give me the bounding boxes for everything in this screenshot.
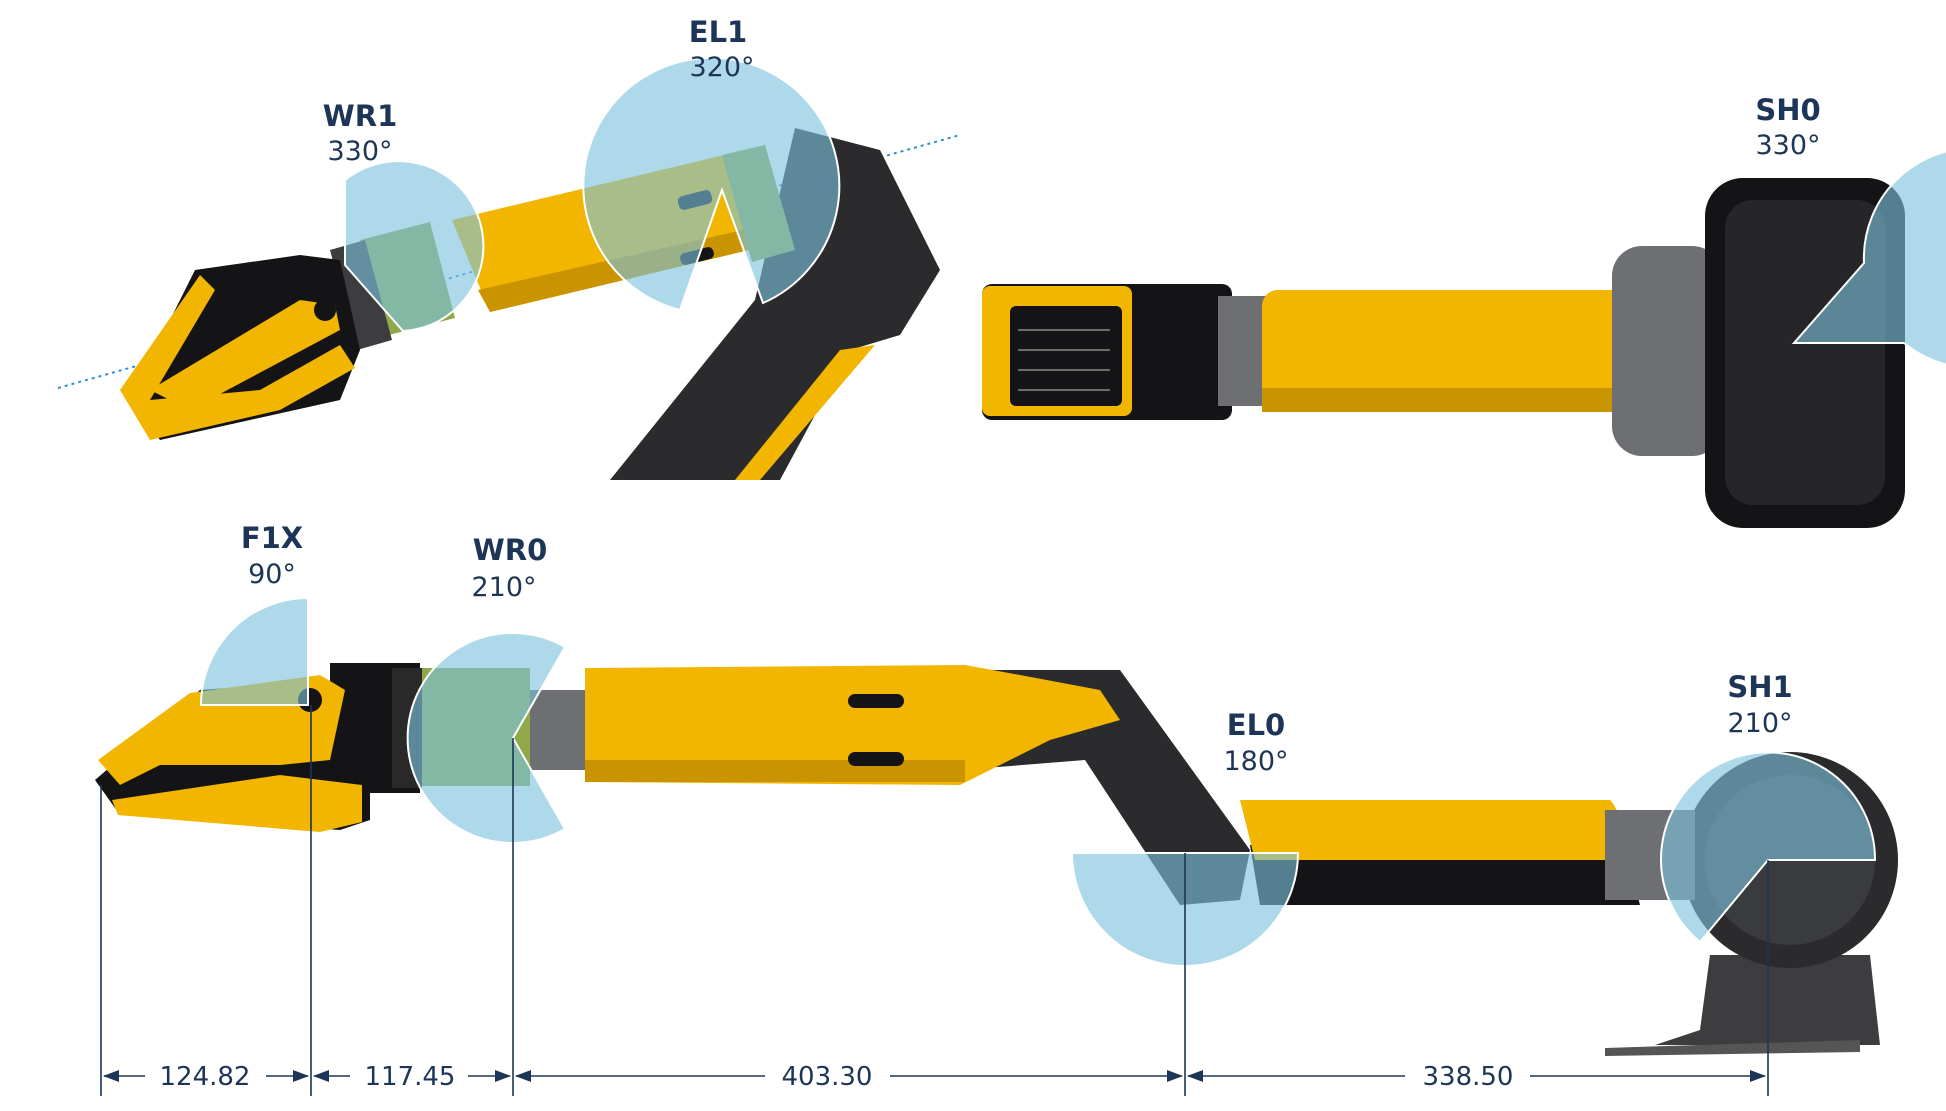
joint-f1x-range: 90° <box>248 559 296 590</box>
forearm-slot-top <box>848 694 904 708</box>
elbow-link <box>610 128 940 480</box>
shoulder-connector-grey <box>1612 246 1722 456</box>
gripper-lower-jaw <box>112 775 362 832</box>
joint-el1-name: EL1 <box>689 15 747 49</box>
joint-wr0-name: WR0 <box>473 533 548 567</box>
lower-arm-yellow <box>1240 800 1620 860</box>
sh1-sweep <box>1660 751 1877 944</box>
joint-el0-name: EL0 <box>1227 708 1285 742</box>
dimension-4-label: 338.50 <box>1423 1062 1514 1092</box>
joint-sh0-name: SH0 <box>1755 93 1820 127</box>
gripper-finger-yellow <box>150 300 340 410</box>
joint-wr1-range: 330° <box>327 136 392 167</box>
dimension-3-label: 403.30 <box>782 1062 873 1092</box>
joint-wr0-range: 210° <box>471 572 536 603</box>
elbow-link-yellow-edge <box>735 345 875 480</box>
joint-el1-range: 320° <box>689 52 754 83</box>
joint-sh1-name: SH1 <box>1727 670 1792 704</box>
dimension-2-label: 117.45 <box>365 1062 456 1092</box>
joint-sh0-range: 330° <box>1755 130 1820 161</box>
forearm-slot-bottom <box>848 752 904 766</box>
wr0-sweep <box>406 632 567 844</box>
arm-tube-top <box>1262 290 1632 412</box>
joint-f1x-name: F1X <box>241 521 303 555</box>
joint-wr1-name: WR1 <box>323 99 398 133</box>
joint-el0-range: 180° <box>1223 746 1288 777</box>
el1-sweep <box>582 56 841 312</box>
wrist-collar <box>330 240 392 350</box>
forearm-side-yellow <box>585 665 1120 785</box>
top-left-arm-view <box>57 56 961 480</box>
joint-labels: WR1 330° EL1 320° SH0 330° F1X 90° WR0 2… <box>241 15 1821 777</box>
top-right-arm-view <box>982 150 1946 528</box>
gripper-pivot <box>314 299 336 321</box>
f1x-sweep <box>199 596 309 706</box>
dimension-lines: 124.82 117.45 403.30 338.50 <box>100 705 1769 1096</box>
bottom-arm-view <box>95 596 1898 1056</box>
joint-sh1-range: 210° <box>1727 708 1792 739</box>
sh0-sweep <box>1791 150 1946 366</box>
wr1-sweep <box>344 160 485 333</box>
dimension-1-label: 124.82 <box>160 1062 251 1092</box>
